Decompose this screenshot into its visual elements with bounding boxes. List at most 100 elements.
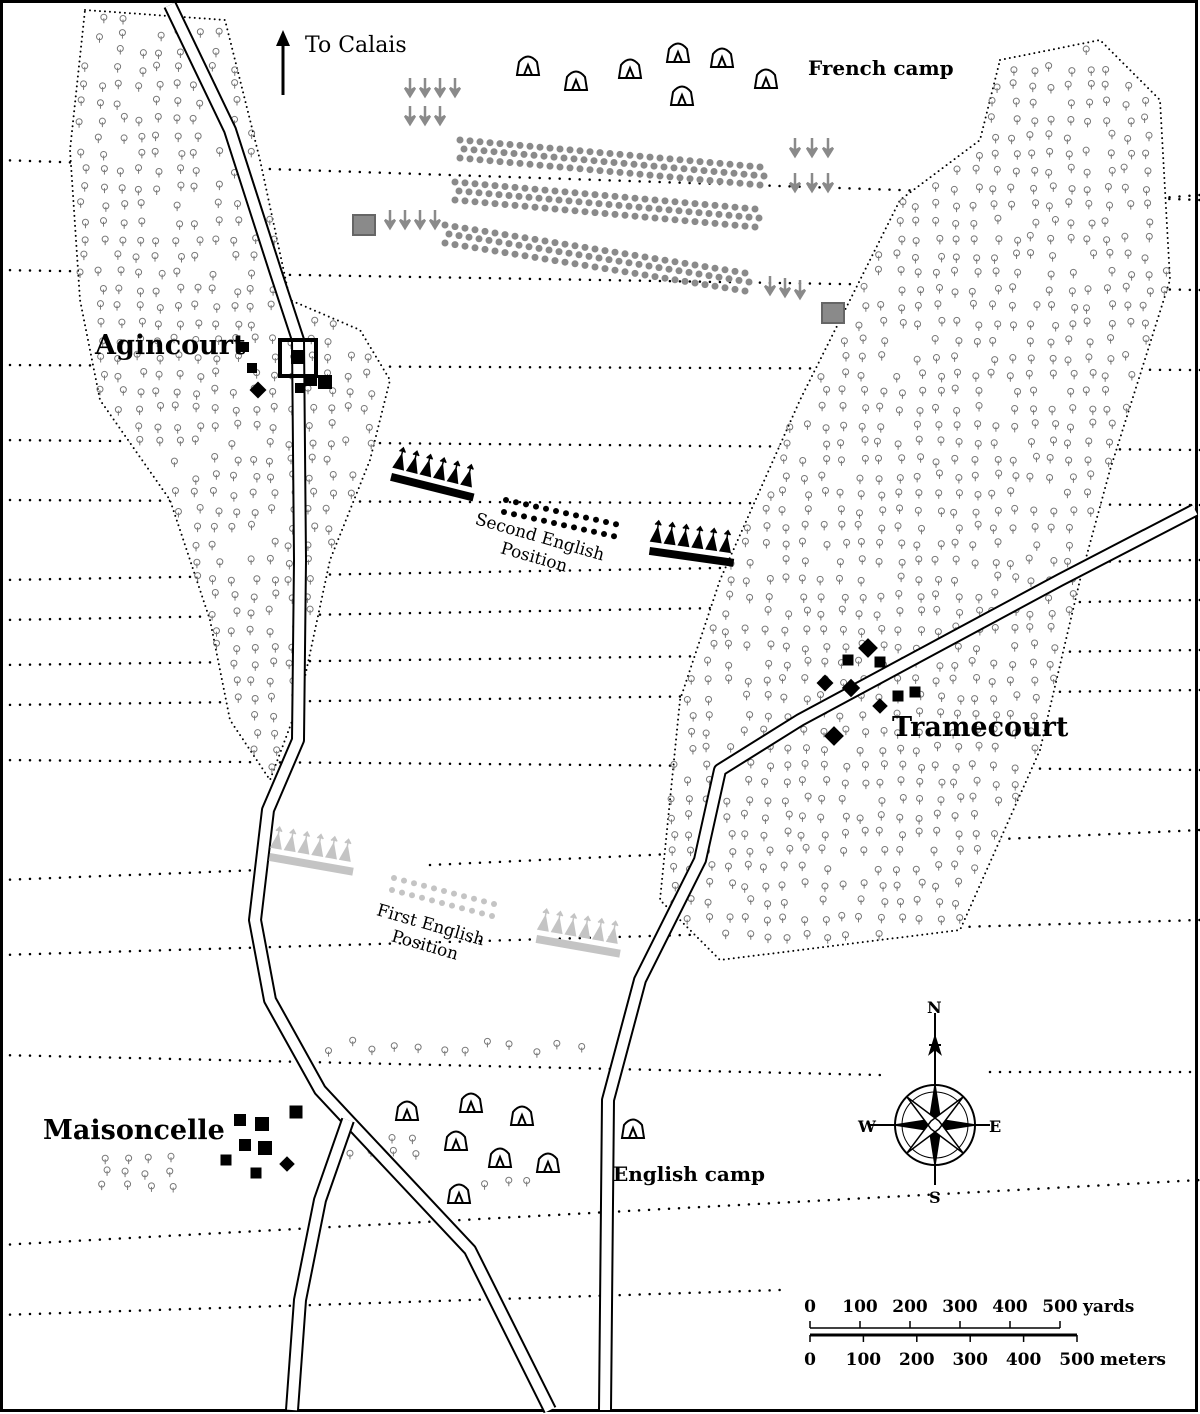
- tree-icon: [973, 645, 981, 655]
- tree-icon: [878, 797, 886, 807]
- english-man-at-arms-dot: [469, 907, 475, 914]
- tree-icon: [1069, 590, 1077, 600]
- tree-icon: [1027, 438, 1035, 448]
- french-infantry-dot: [590, 157, 598, 165]
- tree-icon: [100, 165, 108, 175]
- tree-icon: [114, 372, 122, 383]
- tree-icon: [1085, 353, 1093, 363]
- tree-icon: [932, 403, 940, 414]
- tree-icon: [932, 354, 940, 364]
- tree-icon: [194, 283, 202, 294]
- tree-icon: [934, 300, 942, 310]
- tree-icon: [969, 792, 977, 803]
- tree-icon: [899, 913, 907, 924]
- tree-icon: [740, 809, 748, 820]
- tree-icon: [1025, 554, 1033, 565]
- french-infantry-dot: [701, 201, 709, 208]
- french-infantry-dot: [481, 245, 489, 253]
- tree-icon: [1009, 321, 1017, 331]
- tree-icon: [1106, 248, 1114, 259]
- french-infantry-dot: [501, 249, 509, 257]
- tree-icon: [100, 371, 108, 381]
- tree-icon: [1011, 764, 1019, 774]
- tree-icon: [893, 881, 901, 892]
- tree-icon: [819, 895, 827, 906]
- french-infantry-dot: [631, 212, 639, 220]
- tree-icon: [247, 147, 255, 158]
- tree-icon: [215, 507, 223, 518]
- tree-icon: [728, 830, 736, 840]
- tree-icon: [269, 334, 277, 344]
- tree-icon: [271, 729, 279, 740]
- tree-icon: [914, 301, 922, 312]
- tree-icon: [248, 269, 256, 280]
- tree-icon: [1141, 254, 1149, 264]
- agincourt-building: [318, 375, 332, 389]
- tree-icon: [935, 861, 943, 871]
- tree-icon: [1109, 300, 1117, 310]
- tree-icon: [912, 674, 920, 684]
- tree-icon: [285, 560, 293, 570]
- tree-icon: [956, 845, 964, 856]
- tree-icon: [505, 1176, 513, 1187]
- tree-icon: [971, 695, 979, 705]
- tree-icon: [894, 626, 902, 636]
- english-man-at-arms-dot: [401, 877, 407, 884]
- tree-icon: [820, 727, 828, 738]
- french-infantry-dot: [686, 175, 694, 183]
- roads: [163, 1, 1199, 1414]
- tree-icon: [251, 711, 259, 721]
- french-infantry-dot: [631, 251, 639, 259]
- tree-icon: [1031, 166, 1039, 177]
- tree-icon: [1009, 79, 1017, 89]
- tree-icon: [873, 611, 881, 621]
- english-man-at-arms-dot: [581, 526, 587, 533]
- tree-icon: [412, 1150, 420, 1160]
- tree-icon: [96, 300, 104, 310]
- tree-icon: [955, 593, 963, 603]
- tree-icon: [798, 812, 806, 822]
- tree-icon: [94, 266, 102, 277]
- tree-icon: [1128, 149, 1136, 160]
- tree-icon: [934, 741, 942, 752]
- tree-icon: [896, 474, 904, 484]
- tree-icon: [254, 729, 262, 739]
- tree-icon: [137, 335, 145, 345]
- tree-icon: [917, 453, 925, 463]
- tree-icon: [972, 164, 980, 175]
- tree-icon: [234, 693, 242, 703]
- tree-icon: [250, 251, 258, 261]
- english-camp-label: English camp: [613, 1162, 766, 1186]
- tree-icon: [818, 471, 826, 482]
- tree-icon: [875, 454, 883, 465]
- french-infantry-dot: [731, 267, 739, 275]
- tree-icon: [96, 33, 104, 43]
- tree-icon: [915, 815, 923, 825]
- tree-icon: [801, 557, 809, 567]
- english-man-at-arms-dot: [521, 513, 527, 520]
- french-infantry-dot: [655, 205, 663, 213]
- tree-icon: [860, 282, 868, 293]
- french-infantry-dot: [720, 168, 728, 176]
- tree-icon: [932, 882, 940, 893]
- tree-icon: [1030, 712, 1038, 723]
- archer-icon: [564, 912, 578, 937]
- tree-icon: [913, 895, 921, 906]
- tree-icon: [824, 865, 832, 875]
- tree-icon: [688, 727, 696, 738]
- tree-icon: [116, 167, 124, 178]
- tree-icon: [894, 522, 902, 532]
- french-infantry-dot: [531, 235, 539, 243]
- tree-icon: [994, 284, 1002, 295]
- tree-icon: [1009, 524, 1017, 534]
- tree-icon: [855, 656, 863, 667]
- tree-icon: [153, 61, 161, 72]
- french-infantry-dot: [751, 205, 759, 213]
- french-infantry-dot: [545, 246, 553, 254]
- french-infantry-dot: [611, 192, 619, 200]
- french-infantry-dot: [501, 231, 509, 239]
- french-infantry-dot: [731, 203, 739, 211]
- tree-icon: [1045, 286, 1053, 296]
- tree-icon: [823, 643, 831, 653]
- french-infantry-dot: [531, 185, 539, 193]
